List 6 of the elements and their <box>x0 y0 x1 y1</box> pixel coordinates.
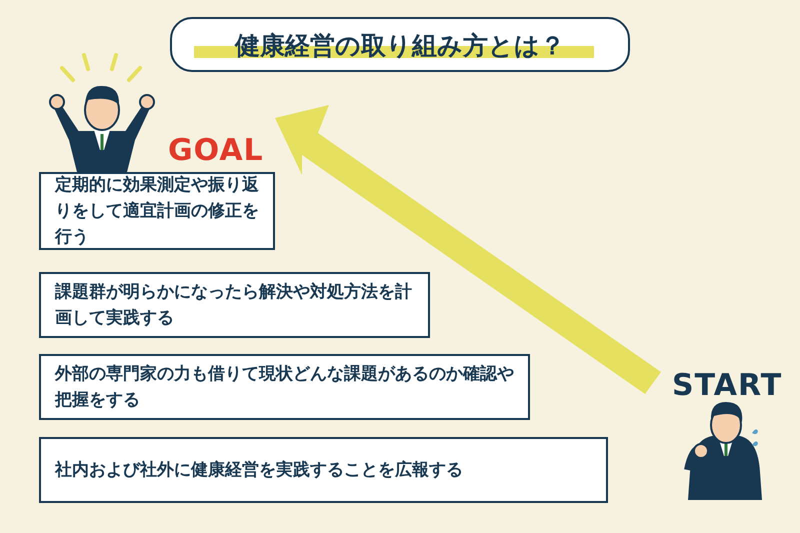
start-label: START <box>672 368 782 403</box>
step-box: 外部の専門家の力も借りて現状どんな課題があるのか確認や把握をする <box>39 354 530 420</box>
goal-label: GOAL <box>168 133 264 168</box>
step-box: 社内および社外に健康経営を実践することを広報する <box>39 437 608 503</box>
step-box: 定期的に効果測定や振り返りをして適宜計画の修正を行う <box>39 172 275 250</box>
step-box: 課題群が明らかになったら解決や対処方法を計画して実践する <box>39 272 430 338</box>
